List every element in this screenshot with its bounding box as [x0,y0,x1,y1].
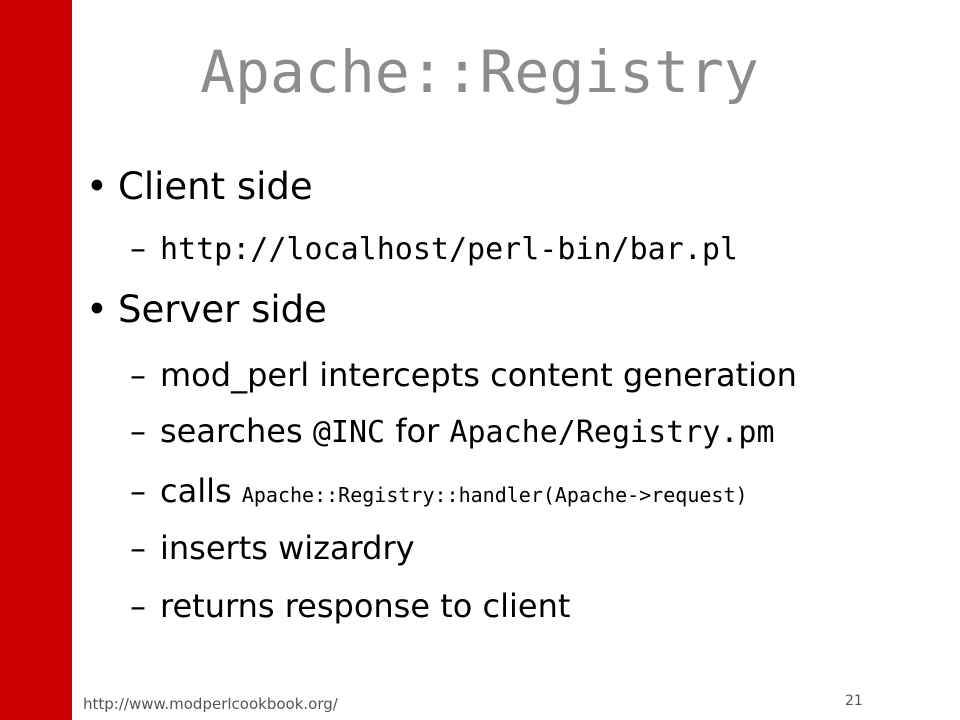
code-inc: @INC [312,415,386,450]
sub-item-intercepts: –mod_perl intercepts content generation [130,356,797,394]
sub-item-text: searches [160,412,313,450]
sub-item-searches: –searches @INC for Apache/Registry.pm [130,412,775,450]
bullet-text: Server side [118,288,327,331]
sub-item-text: calls [160,472,242,510]
bullet-client-side: •Client side [86,165,313,208]
sub-item-text: returns response to client [160,587,571,625]
code-url: http://localhost/perl-bin/bar.pl [160,232,738,267]
bullet-icon: • [86,288,108,331]
sub-item-calls: –calls Apache::Registry::handler(Apache-… [130,472,748,510]
dash-icon: – [130,412,146,450]
dash-icon: – [130,356,146,394]
dash-icon: – [130,229,146,267]
sub-item-text: mod_perl intercepts content generation [160,356,797,394]
slide-title: Apache::Registry [200,38,759,106]
page-number: 21 [845,693,863,709]
footer-url: http://www.modperlcookbook.org/ [83,695,338,713]
code-registry-pm: Apache/Registry.pm [449,415,775,450]
sub-item-text: for [385,412,450,450]
left-accent-bar [0,0,72,720]
bullet-icon: • [86,165,108,208]
dash-icon: – [130,587,146,625]
code-handler: Apache::Registry::handler(Apache->reques… [241,483,748,507]
dash-icon: – [130,472,146,510]
dash-icon: – [130,529,146,567]
bullet-text: Client side [118,165,313,208]
sub-item-wizardry: –inserts wizardry [130,529,415,567]
sub-item-client-url: –http://localhost/perl-bin/bar.pl [130,229,738,267]
sub-item-text: inserts wizardry [160,529,415,567]
bullet-server-side: •Server side [86,288,327,331]
sub-item-returns: –returns response to client [130,587,570,625]
